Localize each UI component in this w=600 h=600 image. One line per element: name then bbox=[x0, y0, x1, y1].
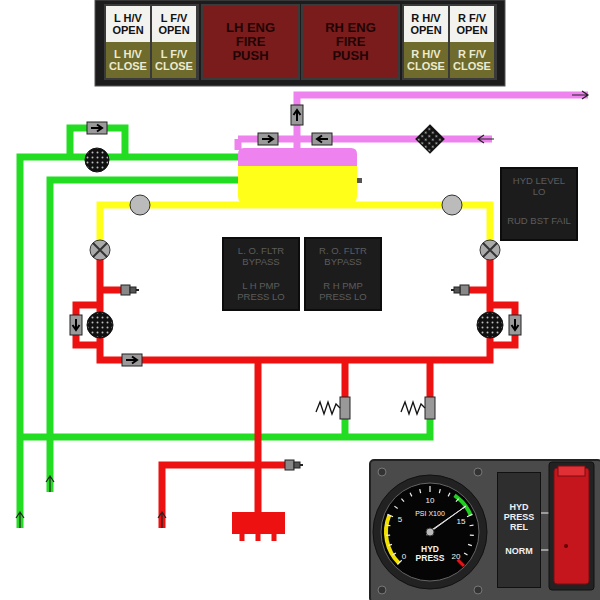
relief-return-line bbox=[20, 418, 430, 437]
node-text: RH ENG FIRE PUSH bbox=[303, 6, 398, 78]
scale-number: 15 bbox=[454, 518, 468, 527]
gauge-bezel bbox=[373, 475, 487, 589]
relief-valve bbox=[340, 397, 350, 419]
firewall-valve bbox=[480, 240, 500, 260]
node-text: L H PMP PRESS LO bbox=[224, 274, 298, 309]
manifold-port bbox=[242, 534, 274, 541]
manifold bbox=[232, 512, 285, 534]
annunciator-panel bbox=[95, 0, 505, 86]
check-valve-arrow bbox=[291, 105, 303, 125]
suction-line bbox=[50, 180, 240, 492]
panel-screw bbox=[378, 586, 386, 594]
annunciator-light: R H/V OPEN bbox=[404, 6, 448, 42]
node-text: R F/V CLOSE bbox=[450, 42, 494, 78]
reservoir-fluid bbox=[238, 166, 357, 204]
node-text: R. O. FLTR BYPASS bbox=[306, 239, 380, 274]
node-text: NORM bbox=[498, 541, 540, 563]
annunciator-light: L H/V CLOSE bbox=[106, 42, 150, 78]
node-text: R H PMP PRESS LO bbox=[306, 274, 380, 309]
flow-arrow bbox=[572, 91, 588, 99]
annunciator-frame bbox=[301, 4, 400, 80]
node-text: R H/V CLOSE bbox=[404, 42, 448, 78]
node-text: R H/V OPEN bbox=[404, 6, 448, 42]
flow-arrow bbox=[158, 512, 166, 528]
warning-annunciator: HYD LEVEL LORUD BST FAIL bbox=[500, 167, 578, 241]
flow-arrow bbox=[46, 476, 54, 492]
annunciator-light: L H/V OPEN bbox=[106, 6, 150, 42]
annunciator-light: R H/V CLOSE bbox=[404, 42, 448, 78]
flow-arrow bbox=[16, 512, 24, 528]
hydraulic-pump bbox=[87, 312, 113, 338]
check-valve-arrow bbox=[312, 133, 332, 145]
gauge-unit: PSI X100 bbox=[411, 510, 449, 518]
pressure-switch bbox=[285, 460, 303, 470]
node-text: LH ENG FIRE PUSH bbox=[203, 6, 298, 78]
firewall-valve bbox=[483, 243, 497, 257]
caution-arc bbox=[386, 515, 399, 563]
switch-placard: HYD PRESS RELNORM bbox=[497, 472, 541, 588]
annunciator-frame bbox=[201, 4, 300, 80]
check-valve-arrow bbox=[509, 315, 521, 335]
gauge-ticks bbox=[386, 486, 474, 565]
check-valve-arrow bbox=[70, 315, 82, 335]
annunciator-light: L F/V CLOSE bbox=[152, 42, 196, 78]
guarded-switch bbox=[554, 468, 589, 584]
instrument-panel bbox=[370, 460, 600, 600]
check-valve-arrow bbox=[258, 133, 278, 145]
node-text: R F/V OPEN bbox=[450, 6, 494, 42]
warning-annunciator: L. O. FLTR BYPASSL H PMP PRESS LO bbox=[222, 237, 300, 311]
annunciator-light: R F/V CLOSE bbox=[450, 42, 494, 78]
needle-hub bbox=[426, 528, 434, 536]
panel-screw bbox=[474, 586, 482, 594]
pressure-switch bbox=[451, 285, 469, 295]
scale-number: 5 bbox=[393, 516, 407, 525]
relief-spring bbox=[316, 402, 340, 414]
annunciator-light: R F/V OPEN bbox=[450, 6, 494, 42]
node-text: L. O. FLTR BYPASS bbox=[224, 239, 298, 274]
return-line bbox=[235, 139, 242, 150]
node-text: L H/V CLOSE bbox=[106, 42, 150, 78]
switch-cap bbox=[558, 466, 585, 476]
firewall-valve bbox=[90, 240, 110, 260]
check-valve-arrow bbox=[122, 354, 142, 366]
relief-spring bbox=[401, 402, 425, 414]
relief-valve bbox=[425, 397, 435, 419]
annunciator-light: L F/V OPEN bbox=[152, 6, 196, 42]
suction-line bbox=[20, 157, 240, 528]
shutoff-valve bbox=[442, 195, 462, 215]
fire-push-button: RH ENG FIRE PUSH bbox=[303, 6, 398, 78]
shutoff-valve bbox=[130, 195, 150, 215]
check-valve-arrow bbox=[87, 122, 107, 134]
scale-number: 20 bbox=[449, 553, 463, 562]
node-text: HYD LEVEL LO bbox=[502, 169, 576, 204]
pressure-line bbox=[162, 360, 285, 528]
node-text: HYD PRESS REL bbox=[498, 495, 540, 541]
panel-screw bbox=[378, 468, 386, 476]
firewall-valve bbox=[93, 243, 107, 257]
node-text: L F/V OPEN bbox=[152, 6, 196, 42]
reservoir-air bbox=[238, 148, 357, 166]
scale-number: 10 bbox=[420, 497, 440, 506]
scale-number: 0 bbox=[399, 553, 409, 562]
gauge-title: HYD PRESS bbox=[413, 545, 447, 564]
annunciator-frame bbox=[402, 4, 497, 80]
gauge-face bbox=[381, 483, 479, 581]
check-valve bbox=[85, 148, 109, 172]
hydraulic-pump bbox=[477, 312, 503, 338]
flow-arrow bbox=[478, 135, 494, 143]
switch-dot bbox=[564, 544, 568, 548]
panel-screw bbox=[474, 468, 482, 476]
pressure-line bbox=[345, 360, 430, 398]
node-text: L F/V CLOSE bbox=[152, 42, 196, 78]
switch-guard bbox=[549, 462, 594, 590]
annunciator-frame bbox=[104, 4, 199, 80]
node-text: RUD BST FAIL bbox=[502, 204, 576, 239]
filter-diamond bbox=[416, 125, 444, 153]
sight-gauge bbox=[357, 178, 362, 183]
fire-push-button: LH ENG FIRE PUSH bbox=[203, 6, 298, 78]
pressure-switch bbox=[121, 285, 139, 295]
node-text: L H/V OPEN bbox=[106, 6, 150, 42]
warning-annunciator: R. O. FLTR BYPASSR H PMP PRESS LO bbox=[304, 237, 382, 311]
